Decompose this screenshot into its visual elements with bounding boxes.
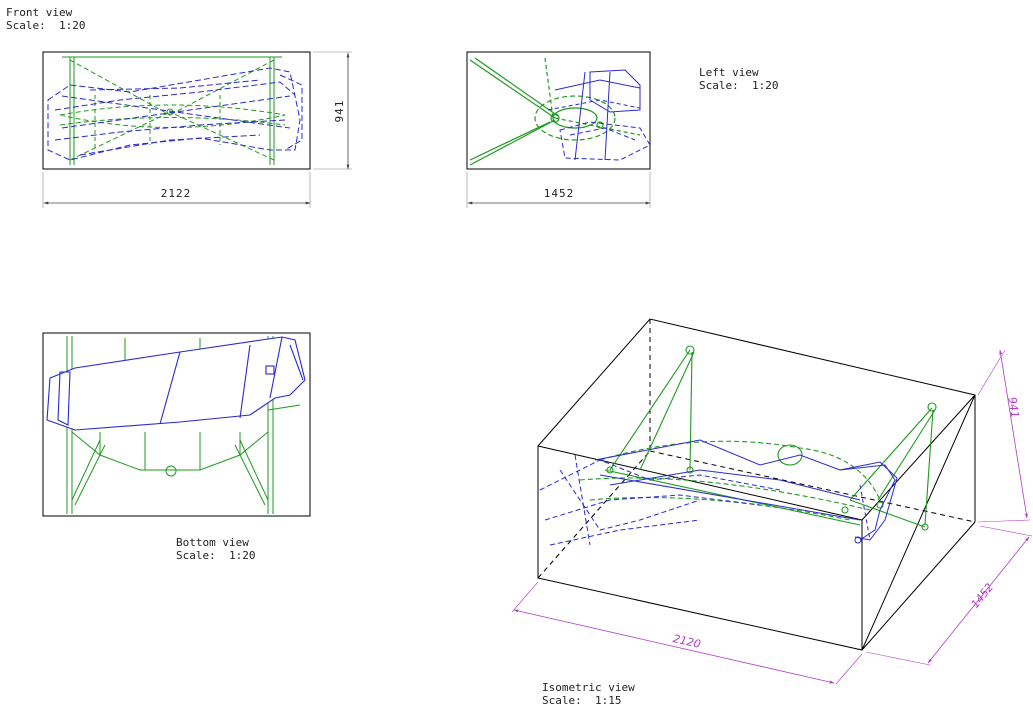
left-view: 1452	[466, 51, 651, 208]
front-view-frame	[42, 51, 311, 170]
iso-width-dimension-line	[927, 536, 1030, 664]
isometric-dimensions: 2120 1452 941	[511, 349, 1033, 685]
isometric-bounding-box	[537, 318, 976, 651]
bottom-view-title: Bottom view	[176, 536, 249, 549]
iso-length-dimension: 2120	[672, 632, 702, 651]
front-view-title: Front view	[6, 6, 73, 19]
iso-length-dimension-line	[513, 609, 835, 684]
left-view-frame	[466, 51, 651, 170]
bottom-view-blue-body	[46, 336, 306, 431]
left-width-dimension: 1452	[544, 187, 575, 200]
iso-height-dimension-line	[999, 349, 1028, 519]
isometric-green-frame	[579, 345, 937, 531]
isometric-blue-body	[539, 439, 898, 546]
front-view-green-frame	[59, 56, 286, 165]
front-view-blue-body	[47, 67, 303, 161]
front-height-dimension: 941	[333, 100, 346, 123]
bottom-view-scale: Scale: 1:20	[176, 549, 256, 562]
left-view-blue-body	[547, 69, 651, 161]
bottom-view	[42, 332, 311, 517]
iso-height-dimension: 941	[1005, 396, 1021, 419]
isometric-view-title: Isometric view	[542, 681, 635, 694]
left-view-title: Left view	[699, 66, 759, 79]
left-view-green-frame	[469, 57, 641, 166]
iso-width-dimension: 1452	[968, 581, 996, 611]
bottom-view-frame	[42, 332, 311, 517]
front-view: 2122 941	[42, 51, 352, 208]
front-view-scale: Scale: 1:20	[6, 19, 86, 32]
isometric-view: 2120 1452 941	[511, 318, 1033, 685]
left-view-scale: Scale: 1:20	[699, 79, 779, 92]
front-width-dimension: 2122	[161, 187, 192, 200]
isometric-view-scale: Scale: 1:15	[542, 694, 622, 707]
